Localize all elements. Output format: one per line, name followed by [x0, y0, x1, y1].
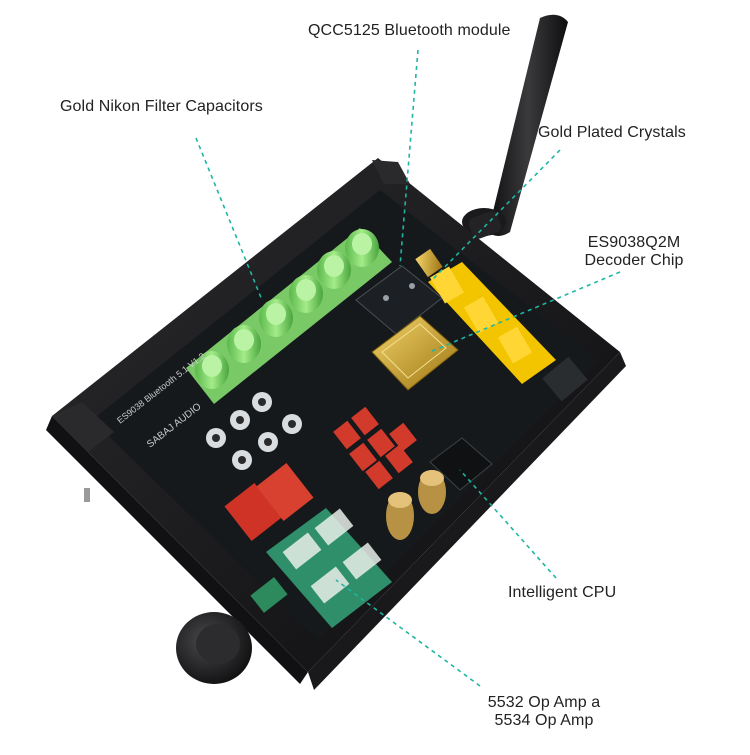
power-jack: [542, 356, 588, 402]
capacitor-board: [186, 228, 392, 404]
leader-cpu: [459, 469, 557, 579]
callout-decoder-line1: ES9038Q2M: [587, 234, 681, 251]
film-capacitors: [224, 462, 314, 542]
callout-opamp: 5532 Op Amp a 5534 Op Amp: [476, 694, 612, 730]
front-toggle: [84, 488, 90, 502]
gold-crystal: [371, 315, 459, 391]
callout-capacitors: Gold Nikon Filter Capacitors: [60, 98, 263, 115]
leader-capacitors: [195, 137, 263, 301]
callout-decoder-line2: Decoder Chip: [584, 252, 684, 269]
leader-crystals: [431, 149, 561, 281]
callout-bluetooth: QCC5125 Bluetooth module: [308, 22, 511, 39]
callout-cpu: Intelligent CPU: [508, 584, 617, 601]
callout-crystals: Gold Plated Crystals: [538, 124, 686, 141]
yellow-holders: [428, 262, 556, 384]
callout-decoder: ES9038Q2M Decoder Chip: [574, 234, 694, 270]
leader-opamp: [335, 579, 481, 687]
red-components: [333, 406, 417, 490]
volume-knob: [176, 612, 252, 684]
callout-opamp-line2: 5534 Op Amp: [494, 712, 594, 729]
opamp-boards: [250, 508, 392, 628]
filter-capacitors: [195, 229, 379, 389]
callout-opamp-line1: 5532 Op Amp a: [487, 694, 601, 711]
small-capacitors: [206, 392, 302, 470]
gold-capacitors: [386, 470, 446, 540]
leader-lines: [195, 49, 621, 687]
connector: [415, 248, 443, 278]
leader-decoder: [429, 271, 621, 353]
cpu-chip: [429, 437, 493, 491]
